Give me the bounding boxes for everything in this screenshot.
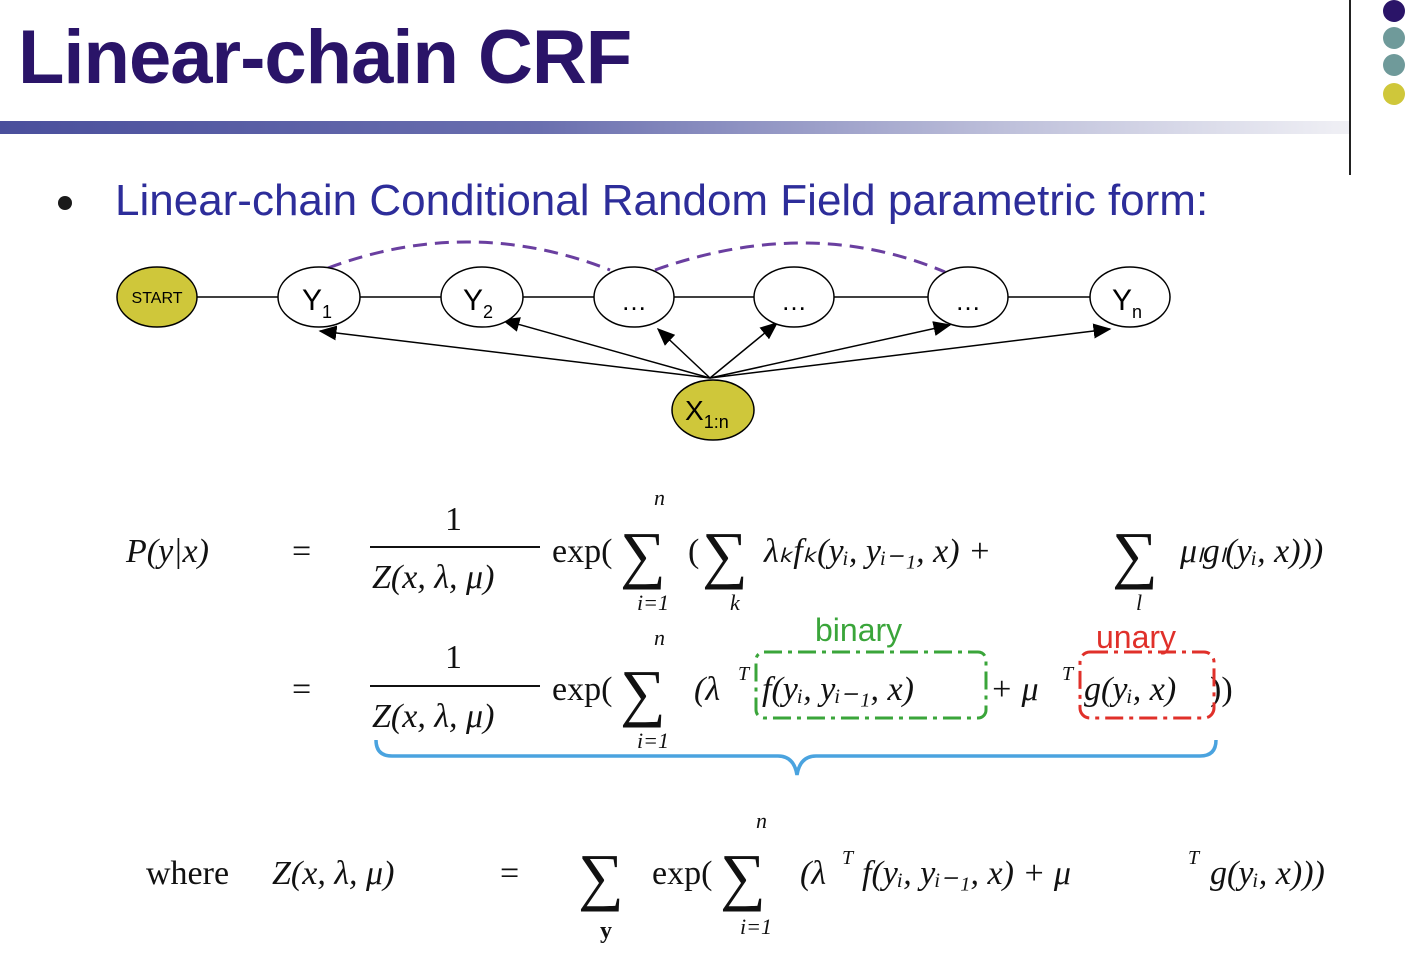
eq3-Z: Z(x, λ, μ): [272, 855, 394, 892]
node-yn: [1089, 266, 1171, 328]
corner-dot-2: [1383, 27, 1405, 49]
eq2-f-term: f(yᵢ, yᵢ₋₁, x): [762, 671, 914, 708]
node-start: [116, 266, 198, 328]
eq3-equals: =: [500, 855, 519, 892]
unary-label: unary: [1096, 619, 1176, 655]
eq3-sum-i: ∑: [720, 841, 766, 912]
eq1-exp: exp(: [552, 533, 612, 570]
node-mid-2-label: …: [781, 286, 807, 316]
eq1-sum-k: ∑: [702, 519, 748, 590]
eq3-exp: exp(: [652, 855, 712, 892]
node-y2: [440, 266, 524, 328]
eq3-f-term: f(yᵢ, yᵢ₋₁, x) + μ: [862, 855, 1071, 892]
eq1-term-g: μₗgₗ(yᵢ, x))): [1179, 533, 1323, 570]
eq1-sum-i: ∑: [620, 519, 666, 590]
node-x-label: X1:n: [685, 395, 729, 432]
title-underline-bar: [0, 121, 1350, 134]
unary-box: [1078, 650, 1216, 720]
bullet-icon: [58, 196, 72, 210]
eq1-numerator: 1: [445, 501, 462, 538]
node-mid-1: [593, 266, 675, 328]
node-yn-label: Yn: [1112, 284, 1142, 322]
arrow-x-y1: [318, 325, 711, 379]
eq1-sum-l: ∑: [1112, 519, 1158, 590]
node-mid-2: [753, 266, 835, 328]
corner-divider: [1349, 0, 1351, 175]
curly-brace: [374, 739, 1218, 776]
arrow-x-y2: [501, 317, 711, 379]
eq3-T1: T: [842, 847, 855, 869]
eq3-sum-y-label: y: [600, 918, 612, 944]
eq2-sum-i-bottom: i=1: [637, 728, 669, 753]
binary-box: [754, 650, 988, 720]
node-mid-3-label: …: [955, 286, 981, 316]
node-y2-label: Y2: [463, 284, 493, 322]
eq3-sum-i-bottom: i=1: [740, 914, 772, 939]
eq1-term-f: λₖfₖ(yᵢ, yᵢ₋₁, x) +: [763, 533, 991, 570]
arrow-x-m3: [709, 321, 952, 379]
node-start-label: START: [132, 290, 183, 307]
node-mid-1-label: …: [621, 286, 647, 316]
bullet-text: Linear-chain Conditional Random Field pa…: [115, 176, 1209, 225]
slide-title: Linear-chain CRF: [18, 15, 632, 100]
eq2-T2: T: [1062, 663, 1075, 685]
binary-label: binary: [815, 612, 902, 648]
arrow-x-m1: [656, 327, 711, 379]
node-x: [671, 379, 755, 441]
eq2-plus-mu: + μ: [990, 671, 1039, 708]
node-y1: [277, 266, 361, 328]
eq3-sum-i-top: n: [756, 808, 767, 833]
eq2-g-term: g(yᵢ, x): [1084, 671, 1176, 708]
eq2-numerator: 1: [445, 639, 462, 676]
eq3-sum-y: ∑: [578, 841, 624, 912]
eq2-close: )): [1210, 671, 1233, 708]
eq1-equals: =: [292, 533, 311, 570]
eq3-T2: T: [1188, 847, 1201, 869]
eq1-lhs: P(y|x): [125, 533, 209, 570]
eq2-T1: T: [738, 663, 751, 685]
corner-dot-4: [1383, 83, 1405, 105]
eq2-lambda: (λ: [694, 671, 720, 708]
node-y1-label: Y1: [302, 284, 332, 322]
eq3-g-term: g(yᵢ, x))): [1210, 855, 1325, 892]
corner-dot-3: [1383, 54, 1405, 76]
eq3-lambda: (λ: [800, 855, 826, 892]
eq1-sum-i-top: n: [654, 485, 665, 510]
eq2-sum-i: ∑: [620, 657, 666, 728]
dashed-edge-1: [327, 240, 611, 272]
node-mid-3: [927, 266, 1009, 328]
eq1-sum-k-label: k: [730, 590, 741, 615]
corner-dot-1: [1383, 0, 1405, 22]
arrow-x-m2: [709, 322, 779, 379]
eq3-where: where: [146, 855, 229, 892]
eq2-equals: =: [292, 671, 311, 708]
eq1-sum-l-label: l: [1136, 590, 1142, 615]
eq1-open-paren: (: [688, 533, 699, 570]
eq1-denominator: Z(x, λ, μ): [372, 559, 494, 596]
eq2-denominator: Z(x, λ, μ): [372, 698, 494, 735]
eq1-sum-i-bottom: i=1: [637, 590, 669, 615]
eq2-exp: exp(: [552, 671, 612, 708]
eq2-sum-i-top: n: [654, 625, 665, 650]
arrow-x-yn: [709, 323, 1112, 379]
